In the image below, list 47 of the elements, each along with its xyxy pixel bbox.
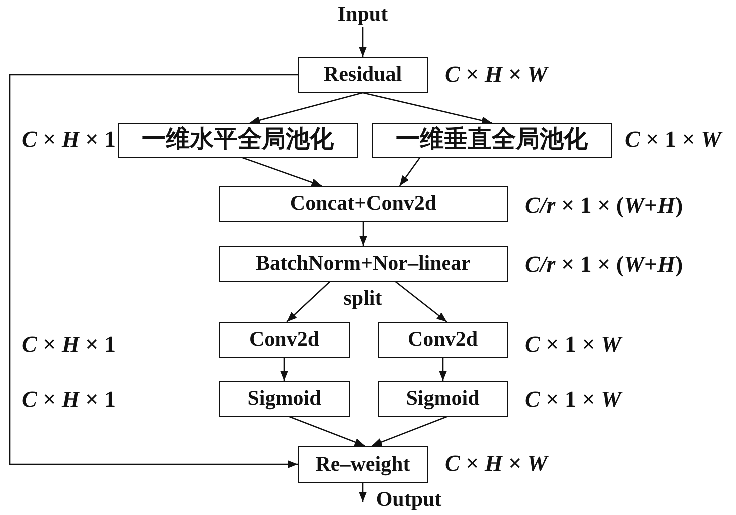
- box-label: 一维垂直全局池化: [396, 127, 588, 154]
- arrow: [290, 416, 366, 447]
- box-label: Sigmoid: [248, 387, 322, 411]
- box-label: Conv2d: [408, 328, 478, 352]
- arrow: [250, 92, 364, 124]
- arrow: [280, 358, 288, 381]
- tensor-shape-label: C × H × W: [445, 450, 548, 478]
- process-box: [219, 246, 508, 282]
- box-label: Sigmoid: [406, 387, 480, 411]
- split-label: split: [344, 286, 382, 310]
- process-box: [298, 57, 428, 93]
- tensor-shape-label: C × 1 × W: [525, 331, 622, 359]
- box-label: Residual: [324, 63, 402, 87]
- box-label: BatchNorm+Nor–linear: [256, 252, 471, 276]
- process-box: [372, 123, 612, 158]
- output-label: Output: [373, 487, 445, 512]
- process-box: [219, 186, 508, 222]
- process-box: [378, 381, 508, 417]
- arrow: [360, 222, 368, 246]
- arrow: [439, 358, 447, 381]
- arrow: [399, 158, 421, 186]
- input-label: Input: [335, 2, 391, 27]
- arrow: [9, 74, 298, 468]
- box-label: Conv2d: [249, 328, 320, 352]
- process-box: [219, 322, 350, 358]
- process-box: [219, 381, 350, 417]
- tensor-shape-label: C/r × 1 × (W+H): [525, 192, 684, 220]
- arrow: [359, 27, 367, 57]
- tensor-shape-label: C × H × 1: [22, 331, 116, 359]
- arrow: [242, 157, 322, 187]
- tensor-shape-label: C/r × 1 × (W+H): [525, 251, 684, 279]
- tensor-shape-label: C × H × 1: [22, 386, 116, 414]
- tensor-shape-label: C × H × 1: [22, 126, 116, 154]
- arrow: [372, 416, 448, 447]
- box-label: 一维水平全局池化: [142, 127, 334, 154]
- tensor-shape-label: C × 1 × W: [625, 126, 722, 154]
- tensor-shape-label: C × H × W: [445, 61, 548, 89]
- arrow: [362, 92, 492, 125]
- arrow: [395, 281, 448, 323]
- arrow: [359, 483, 367, 502]
- process-box: [118, 123, 358, 158]
- process-box: [298, 446, 428, 483]
- box-label: Concat+Conv2d: [290, 192, 437, 216]
- tensor-shape-label: C × 1 × W: [525, 386, 622, 414]
- arrow: [286, 282, 330, 322]
- process-box: [378, 322, 508, 358]
- box-label: Re–weight: [316, 452, 410, 476]
